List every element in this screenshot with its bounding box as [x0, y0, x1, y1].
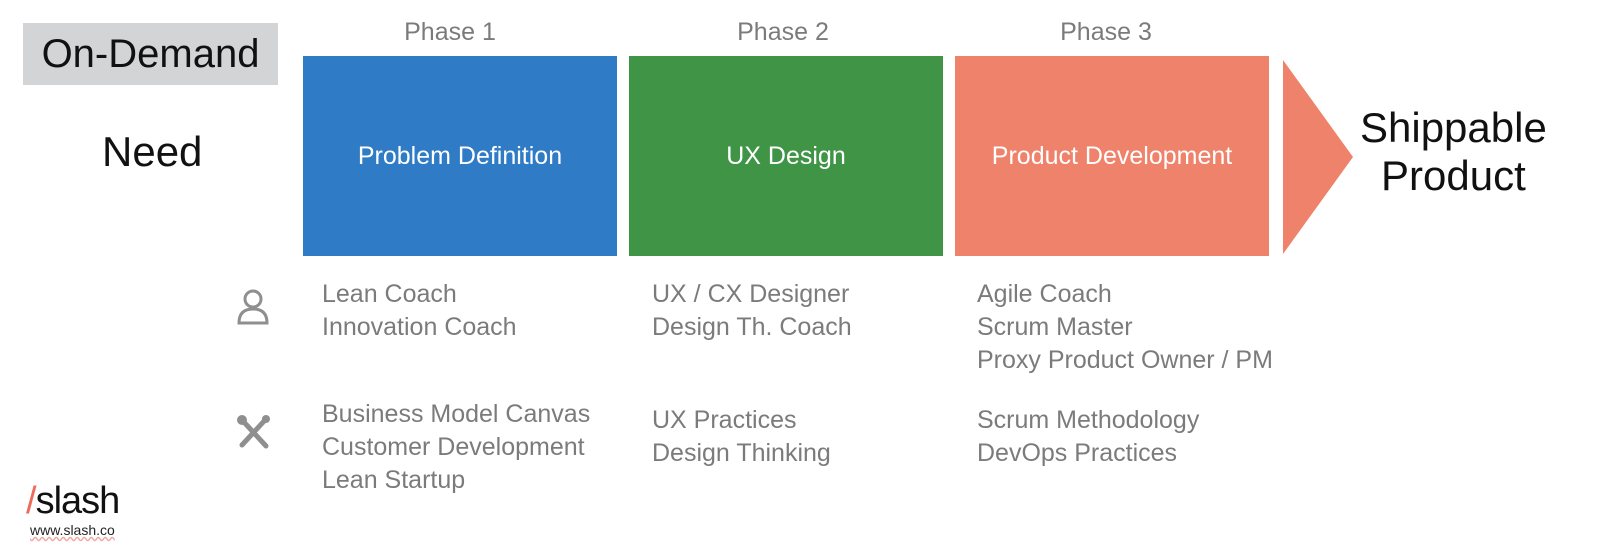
phase-1-box: Problem Definition — [303, 56, 617, 256]
role-item: Scrum Master — [977, 313, 1133, 341]
arrow-icon — [1283, 60, 1353, 254]
tool-item: Design Thinking — [652, 439, 831, 467]
logo-slash-mark: / — [26, 480, 37, 522]
phase-3-title: Product Development — [991, 141, 1233, 170]
role-item: Lean Coach — [322, 280, 457, 308]
need-label: Need — [102, 128, 203, 175]
tools-icon — [236, 414, 272, 455]
phase-1-label: Phase 1 — [404, 18, 496, 46]
phase-2-tools: UX Practices Design Thinking — [652, 404, 831, 470]
slash-logo: /slash — [26, 480, 121, 523]
outcome-line-2: Product — [1381, 152, 1526, 199]
phase-3-tools: Scrum Methodology DevOps Practices — [977, 404, 1199, 470]
tool-item: Business Model Canvas — [322, 400, 591, 428]
phase-3-roles: Agile Coach Scrum Master Proxy Product O… — [977, 278, 1273, 377]
tool-item: Scrum Methodology — [977, 406, 1200, 434]
phase-2-roles: UX / CX Designer Design Th. Coach — [652, 278, 852, 344]
tool-item: UX Practices — [652, 406, 797, 434]
phase-1-title: Problem Definition — [357, 141, 563, 170]
role-item: UX / CX Designer — [652, 280, 850, 308]
tool-item: Customer Development — [322, 433, 585, 461]
phase-2-box: UX Design — [629, 56, 943, 256]
role-item: Innovation Coach — [322, 313, 517, 341]
phase-2-label: Phase 2 — [737, 18, 829, 46]
logo-name: slash — [35, 480, 121, 522]
phase-3-label: Phase 3 — [1060, 18, 1152, 46]
outcome-line-1: Shippable — [1360, 104, 1547, 151]
tool-item: Lean Startup — [322, 466, 466, 494]
phase-2-title: UX Design — [726, 141, 846, 170]
role-item: Proxy Product Owner / PM — [977, 346, 1273, 374]
phase-3-box: Product Development — [955, 56, 1269, 256]
phase-1-roles: Lean Coach Innovation Coach — [322, 278, 517, 344]
phase-1-tools: Business Model Canvas Customer Developme… — [322, 398, 590, 497]
tool-item: DevOps Practices — [977, 439, 1178, 467]
on-demand-tag: On-Demand — [23, 23, 278, 85]
shippable-product-label: Shippable Product — [1360, 104, 1547, 200]
website-link[interactable]: www.slash.co — [30, 522, 115, 538]
person-icon — [236, 288, 270, 331]
role-item: Design Th. Coach — [652, 313, 852, 341]
role-item: Agile Coach — [977, 280, 1112, 308]
